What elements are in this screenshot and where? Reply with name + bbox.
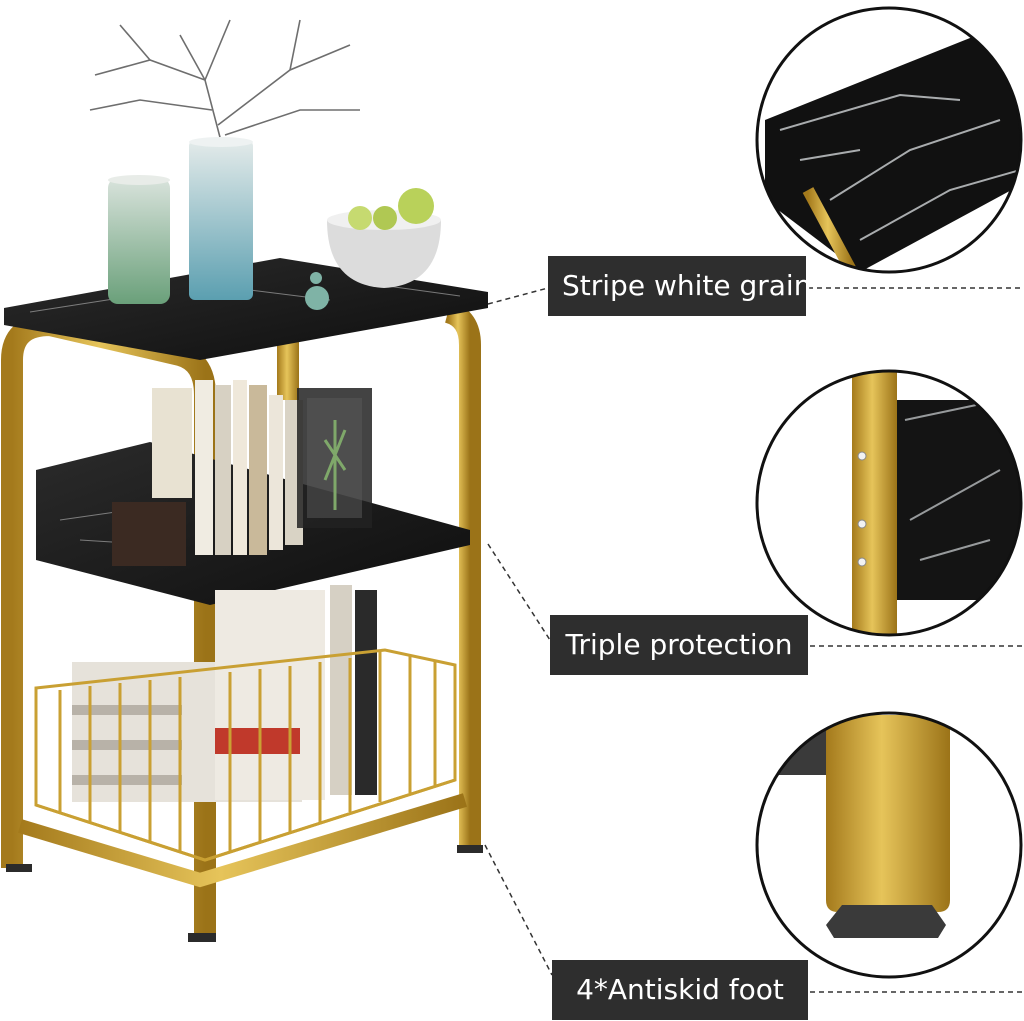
side-table-illustration: [0, 19, 488, 942]
basket-books: [72, 585, 377, 802]
leader-lines: [484, 287, 1024, 993]
foot-left: [6, 864, 32, 872]
antiskid-foot-detail: [755, 711, 1023, 979]
antiskid-foot-label: 4*Antiskid foot: [552, 960, 808, 1020]
lantern: [297, 388, 372, 528]
coaster-stack: [112, 502, 186, 566]
right-frame: [444, 301, 481, 848]
foot-mid: [188, 933, 216, 942]
bird-figurine: [305, 272, 329, 310]
blue-vase: [189, 137, 253, 300]
branches: [89, 19, 360, 146]
foot-right: [457, 845, 483, 853]
back-leg: [277, 340, 299, 400]
wire-basket: [34, 648, 457, 862]
fruit-bowl: [327, 188, 441, 288]
screw-side-detail: [755, 369, 1023, 637]
marble-top-detail: [755, 6, 1023, 274]
shelf-books: [152, 380, 303, 555]
triple-protection-label: Triple protection: [550, 615, 808, 675]
green-vase: [108, 175, 170, 304]
bottom-rail: [17, 793, 468, 888]
stripe-white-grain-label: Stripe white grain: [548, 256, 811, 316]
